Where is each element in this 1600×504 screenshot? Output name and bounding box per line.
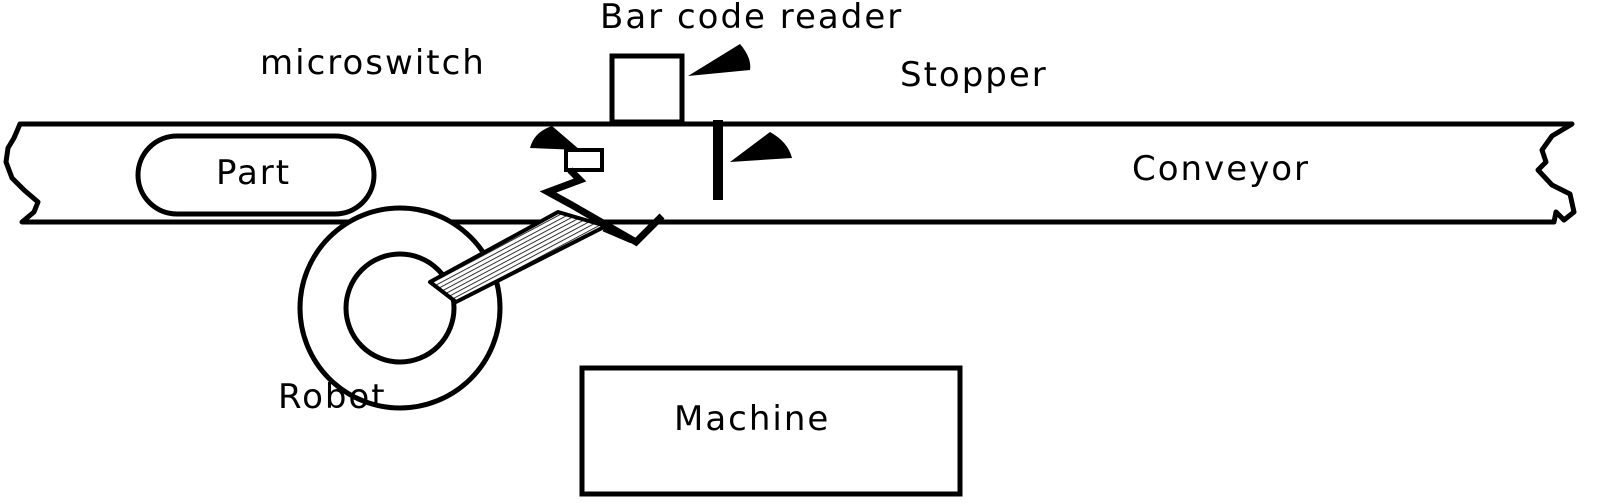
microswitch-box (564, 148, 604, 172)
stopper-sensor-icon (730, 132, 792, 162)
robot-gripper-jaw (602, 224, 634, 244)
microswitch-label: microswitch (260, 43, 486, 83)
conveyor-belt (3, 121, 1577, 225)
part-label: Part (216, 153, 291, 193)
bar-code-reader-box (609, 53, 685, 125)
conveyor-label: Conveyor (1132, 149, 1310, 189)
bar-code-reader-beam-icon (688, 44, 751, 76)
bar-code-reader-label: Bar code reader (600, 0, 903, 37)
robot-base-inner (343, 251, 457, 365)
machine-label: Machine (674, 399, 830, 439)
robot-label: Robot (278, 377, 387, 417)
machine-box (579, 365, 963, 497)
microswitch-sensor-icon (530, 126, 580, 150)
robot-gripper (539, 167, 665, 247)
stopper-label: Stopper (900, 55, 1048, 95)
part-shape (135, 133, 377, 217)
